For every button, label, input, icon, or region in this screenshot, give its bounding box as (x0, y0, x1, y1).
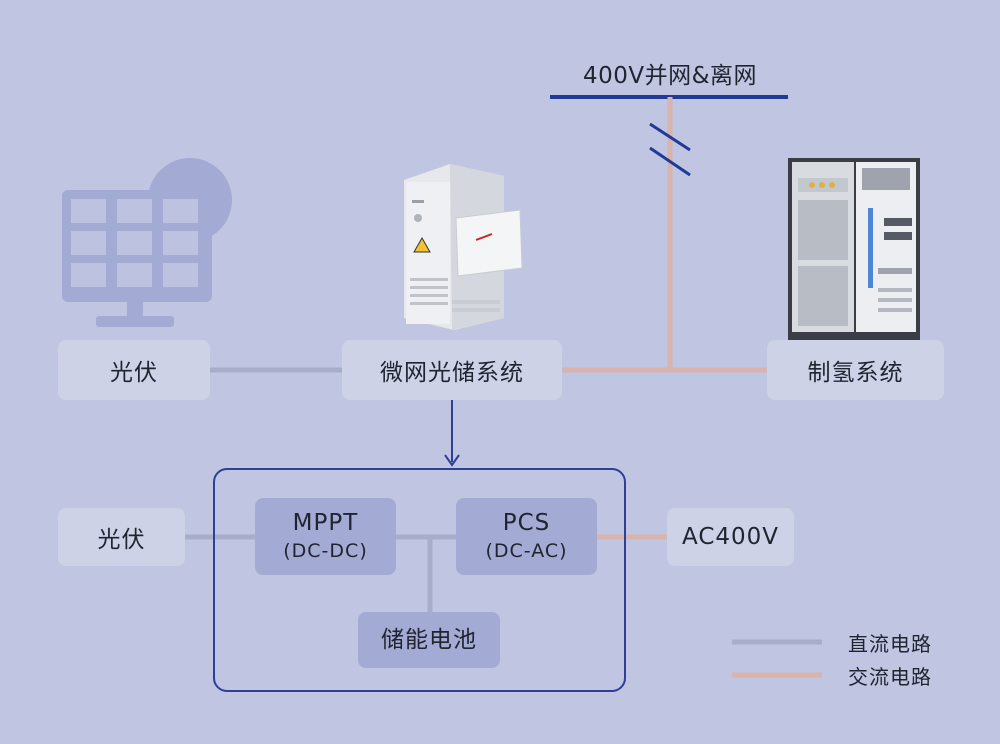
hydrogen-node: 制氢系统 (767, 340, 944, 400)
mppt-title: MPPT (292, 509, 359, 536)
ac400v-node: AC400V (667, 508, 794, 566)
detail-pv-label: 光伏 (97, 527, 146, 553)
mppt-node: MPPT (DC-DC) (255, 498, 396, 575)
pv-label: 光伏 (110, 360, 158, 386)
grid-slash-mark-2 (649, 146, 691, 177)
pv-node: 光伏 (58, 340, 210, 400)
battery-node: 储能电池 (358, 612, 500, 668)
pcs-node: PCS (DC-AC) (456, 498, 597, 575)
hydrogen-cabinet-icon (788, 158, 920, 340)
pcs-title: PCS (502, 509, 551, 536)
microgrid-storage-node: 微网光储系统 (342, 340, 562, 400)
hydrogen-label: 制氢系统 (807, 360, 904, 386)
solar-panel-icon (62, 158, 232, 327)
pcs-subtitle: (DC-AC) (485, 539, 568, 562)
grid-label: 400V并网&离网 (582, 63, 758, 89)
legend-ac-label: 交流电路 (848, 665, 932, 689)
battery-label: 储能电池 (381, 627, 477, 653)
storage-cabinet-icon (404, 164, 523, 330)
ac400v-label: AC400V (681, 524, 780, 550)
detail-arrow-head (444, 454, 460, 467)
microgrid-label: 微网光储系统 (380, 360, 524, 386)
microgrid-detail-box (213, 468, 626, 692)
detail-pv-node: 光伏 (58, 508, 185, 566)
legend-dc-label: 直流电路 (848, 632, 932, 656)
mppt-subtitle: (DC-DC) (283, 539, 368, 562)
grid-slash-mark-1 (649, 122, 691, 152)
